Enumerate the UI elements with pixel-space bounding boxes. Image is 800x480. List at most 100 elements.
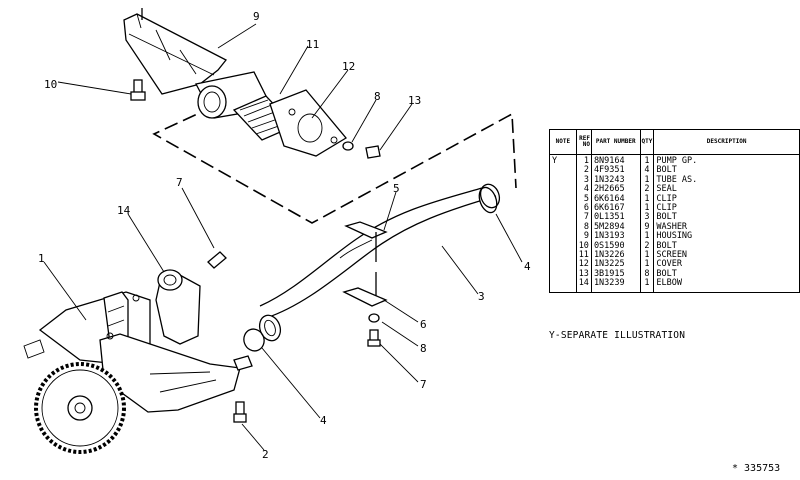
cell-part-number: 5M2894 [590,222,641,233]
callout-5: 5 [393,182,400,195]
cell-ref-no: 2 [575,165,592,176]
cell-description: ELBOW [653,279,800,293]
pump-group-part-1 [23,291,241,413]
leader-lines [43,23,523,451]
footnote: Y-SEPARATE ILLUSTRATION [549,330,686,341]
gear-part [34,362,126,454]
callout-1: 1 [38,252,45,265]
header-note: NOTE [549,129,577,155]
cell-description: BOLT [653,213,800,223]
cell-ref-no: 13 [575,269,592,280]
cell-note [549,260,577,270]
callout-7-upper: 7 [176,176,183,189]
clip-part-5 [344,221,388,262]
cell-description: BOLT [653,241,800,252]
cell-description: SEAL [653,184,800,195]
cell-ref-no: 7 [575,213,592,223]
cell-note [549,222,577,233]
cell-ref-no: 11 [575,250,592,261]
cell-part-number: 1N3193 [590,231,641,242]
cell-description: WASHER [653,222,800,233]
cell-ref-no: 5 [575,194,592,205]
callout-14: 14 [117,204,131,217]
callout-6: 6 [420,318,427,331]
table-header-row: NOTE REF NO PART NUMBER QTY DESCRIPTION [549,129,800,155]
cell-part-number: 6K6167 [590,203,641,214]
cell-ref-no: 8 [575,222,592,233]
callout-8-lower: 8 [420,342,427,355]
cell-part-number: 1N3226 [590,250,641,261]
callout-13: 13 [408,94,421,107]
cell-note [549,232,577,242]
header-qty: QTY [639,129,655,155]
cell-note [549,269,577,280]
cell-qty: 1 [639,279,655,293]
assembly-dashed-line [152,97,517,224]
cell-note [549,166,577,176]
cell-note [549,213,577,223]
callout-3: 3 [478,290,485,303]
cell-part-number: 2H2665 [590,184,641,195]
cell-ref-no: 10 [575,241,592,252]
cell-part-number: 1N3243 [590,175,641,186]
callout-9: 9 [253,10,260,23]
washer-part-8-upper [342,141,354,151]
cell-description: PUMP GP. [653,154,800,167]
cell-ref-no: 1 [575,154,592,167]
cell-note [549,204,577,214]
cell-note [549,241,577,252]
callout-8-upper: 8 [374,90,381,103]
bolt-part-2 [233,355,253,423]
callout-10: 10 [44,78,57,91]
bolt-part-7-lower [367,329,381,347]
cell-part-number: 6K6164 [590,194,641,205]
cell-note: Y [549,154,577,167]
cover-part-12 [269,89,347,157]
bolt-part-7-upper [207,251,227,269]
elbow-part-14 [155,269,201,345]
callout-12: 12 [342,60,355,73]
cell-ref-no: 14 [575,279,592,293]
cell-part-number: 1N3225 [590,260,641,270]
cell-part-number: 4F9351 [590,165,641,176]
cell-ref-no: 9 [575,231,592,242]
bolt-part-13 [365,145,381,159]
callout-11: 11 [306,38,319,51]
parts-list-table: NOTE REF NO PART NUMBER QTY DESCRIPTION … [549,129,800,293]
cell-part-number: 0S1590 [590,241,641,252]
housing-part-9 [123,8,273,119]
header-description: DESCRIPTION [653,129,800,155]
figure-id: * 335753 [732,463,781,474]
cell-description: SCREEN [653,250,800,261]
cell-description: CLIP [653,194,800,205]
cell-note [549,251,577,261]
washer-part-8-lower [368,313,380,323]
cell-part-number: 0L1351 [590,213,641,223]
callout-2: 2 [262,448,269,461]
cell-note [549,185,577,195]
cell-ref-no: 3 [575,175,592,186]
header-part-number: PART NUMBER [590,129,641,155]
callout-labels: 9 11 12 10 8 13 7 5 14 1 4 3 6 8 7 4 2 [38,10,531,461]
callout-4-lower: 4 [320,414,327,427]
seal-part-4-upper [479,183,501,209]
cell-note [549,279,577,293]
cell-description: TUBE AS. [653,175,800,186]
cell-description: CLIP [653,203,800,214]
callout-7-lower: 7 [420,378,427,391]
clip-part-6 [342,272,388,307]
seal-part-4-lower [243,328,265,352]
